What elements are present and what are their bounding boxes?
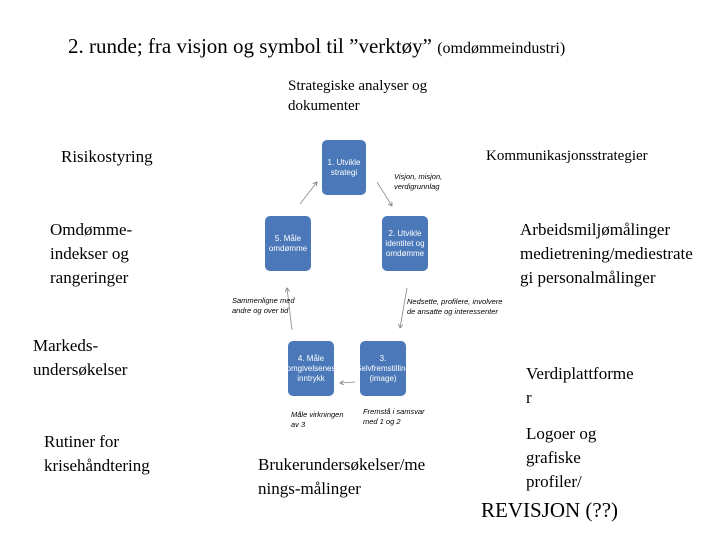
label-revision: REVISJON (??) xyxy=(481,498,619,522)
cycle-box-1: 1. Utvikle strategi xyxy=(322,140,366,195)
arrow-5-1 xyxy=(299,182,317,205)
arrow-3-4 xyxy=(340,382,356,383)
label-risk: Risikostyring xyxy=(61,147,153,166)
label-logo: Logoer og grafiske profiler/ xyxy=(526,424,597,491)
cycle-box-4: 4. Måle omgivelsenes inntrykk xyxy=(287,341,335,396)
note-5-1: Sammenligne med andre og over tid xyxy=(232,296,295,315)
label-indices: Omdømme- indekser og rangeringer xyxy=(50,220,133,287)
arrow-1-2 xyxy=(376,181,392,206)
label-strategic: Strategiske analyser og dokumenter xyxy=(288,78,428,114)
title-main: 2. runde; fra visjon og symbol til ”verk… xyxy=(68,34,432,58)
label-work: Arbeidsmiljømålinger medietrening/medies… xyxy=(520,220,693,287)
cycle-box-5: 5. Måle omdømme xyxy=(265,216,311,271)
cycle-box-2: 2. Utvikle identitet og omdømme xyxy=(382,216,428,271)
label-user: Brukerundersøkelser/me nings-målinger xyxy=(258,455,426,498)
note-3: Fremstå i samsvar med 1 og 2 xyxy=(363,407,425,426)
note-2-3: Nedsette, profilere, involvere de ansatt… xyxy=(407,297,503,316)
arrow-4-5 xyxy=(287,288,293,331)
label-market: Markeds- undersøkelser xyxy=(33,336,128,379)
slide-title: 2. runde; fra visjon og symbol til ”verk… xyxy=(68,34,565,61)
arrow-2-3 xyxy=(400,287,408,328)
note-1-2: Visjon, misjon, verdigrunnlag xyxy=(394,172,443,191)
label-comm: Kommunikasjonsstrategier xyxy=(486,148,648,164)
title-sub: (omdømmeindustri) xyxy=(437,40,566,57)
note-4: Måle virkningen av 3 xyxy=(291,410,344,429)
label-crisis: Rutiner for krisehåndtering xyxy=(44,432,150,475)
label-value: Verdiplattforme r xyxy=(526,364,634,407)
cycle-box-3: 3. Selvfremstilling (image) xyxy=(356,341,410,396)
